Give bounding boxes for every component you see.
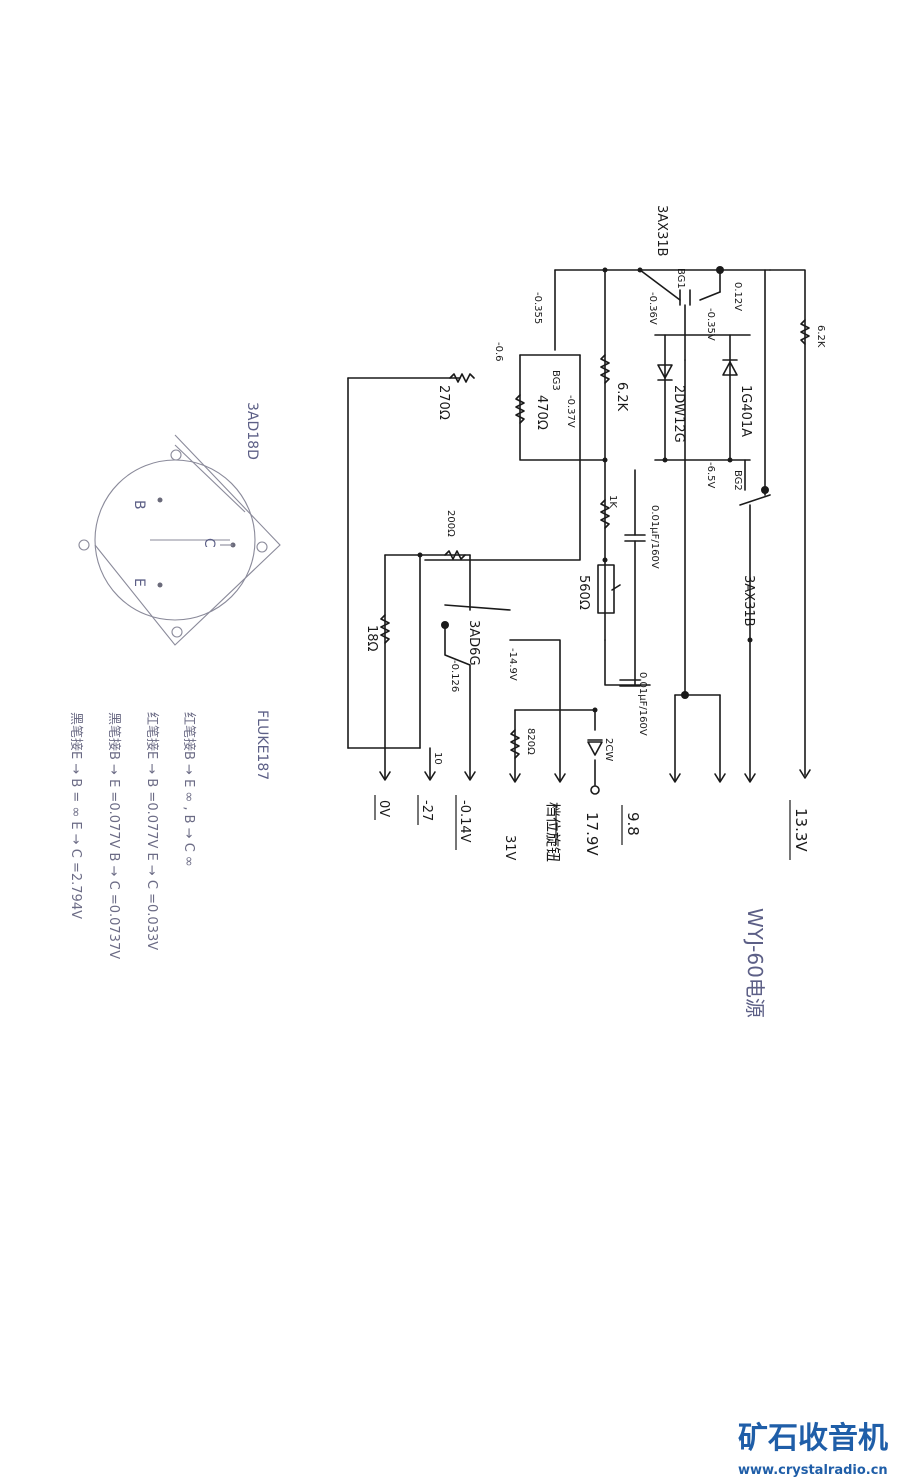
output-label-neg014v: -0.14V — [457, 800, 472, 843]
r62k-mid-label: 6.2K — [614, 382, 629, 412]
cap1-label: 0.01μF/160V — [649, 505, 660, 569]
bg3-e-voltage: -0.6 — [493, 342, 504, 362]
measurement-notes: FLUKE187 红笔接B → E ∞ , B → C ∞ 红笔接E → B =… — [68, 710, 270, 959]
cap2-label: 0.01μF/160V — [637, 672, 648, 736]
r470-label: 470Ω — [534, 395, 549, 430]
output-label-179v: 17.9V — [583, 812, 601, 856]
output-label-133v: 13.3V — [792, 808, 810, 852]
zener-label: 2DW12G — [671, 385, 686, 443]
output-label-98: 9.8 — [624, 812, 642, 836]
bg3-b-voltage: -0.355 — [532, 292, 543, 324]
pinout-part-label: 3AD18D — [244, 402, 260, 460]
schematic-labels: 3AX31B BG1 0.12V -0.36V -0.35V -0.355 -0… — [364, 205, 826, 1018]
bg3-label: BG3 — [550, 370, 561, 391]
pin-c-label: C — [201, 538, 217, 548]
bg1-c-voltage: 0.12V — [732, 282, 743, 311]
r1k-label: 1K — [607, 495, 618, 508]
meter-label: FLUKE187 — [254, 710, 270, 780]
output-label-0v: 0V — [376, 800, 391, 817]
watermark-url: www.crystalradio.cn — [738, 1463, 888, 1478]
r18-label: 18Ω — [364, 625, 379, 652]
zener-2cw-label: 2CW — [603, 738, 614, 761]
output-label-neg27: -27 — [419, 800, 434, 821]
note-line-3: 黑笔接B → E =0.077V B → C =0.0737V — [106, 712, 122, 959]
r270-label: 270Ω — [436, 385, 451, 420]
r200-label: 200Ω — [445, 510, 456, 537]
bg3-c-voltage: -0.37V — [565, 395, 576, 428]
schematic-title: WYJ-60电源 — [743, 908, 767, 1018]
note-line-2: 红笔接E → B =0.077V E → C =0.033V — [144, 712, 160, 950]
note-line-4: 黑笔接E → B = ∞ E → C =2.794V — [68, 712, 84, 919]
pin-b-label: B — [131, 500, 147, 510]
power-part-label: 3AD6G — [466, 620, 481, 666]
ten-label: 10 — [432, 752, 443, 765]
schematic-wiring — [347, 266, 811, 860]
bg1-b-voltage: -0.36V — [647, 292, 658, 325]
top-part-label: 3AX31B — [654, 205, 669, 257]
watermark-brand: 矿石收音机 — [738, 1421, 888, 1456]
power-b-voltage: -0.126 — [449, 660, 460, 692]
r820-label: 820Ω — [525, 728, 536, 755]
pinout-diagram: 3AD18D C B E — [78, 402, 281, 646]
pin-e-label: E — [131, 578, 147, 587]
pot-label: 560Ω — [576, 575, 591, 610]
bg1-e-voltage: -0.35V — [705, 308, 716, 341]
diode-label: 1G401A — [738, 385, 753, 437]
r62k-top-label: 6.2K — [815, 325, 826, 348]
bg2-part-label: 3AX31B — [741, 575, 756, 627]
bg1-label: BG1 — [675, 268, 686, 289]
power-e-voltage: -14.9V — [507, 648, 518, 681]
pot-note-label: 档位旋钮 — [544, 802, 562, 862]
note-line-1: 红笔接B → E ∞ , B → C ∞ — [181, 712, 197, 867]
output-label-31v: 31V — [502, 835, 517, 861]
bg2-e-voltage: -6.5V — [705, 462, 716, 489]
watermark: 矿石收音机 www.crystalradio.cn — [738, 1421, 888, 1478]
bg2-label: BG2 — [732, 470, 743, 491]
